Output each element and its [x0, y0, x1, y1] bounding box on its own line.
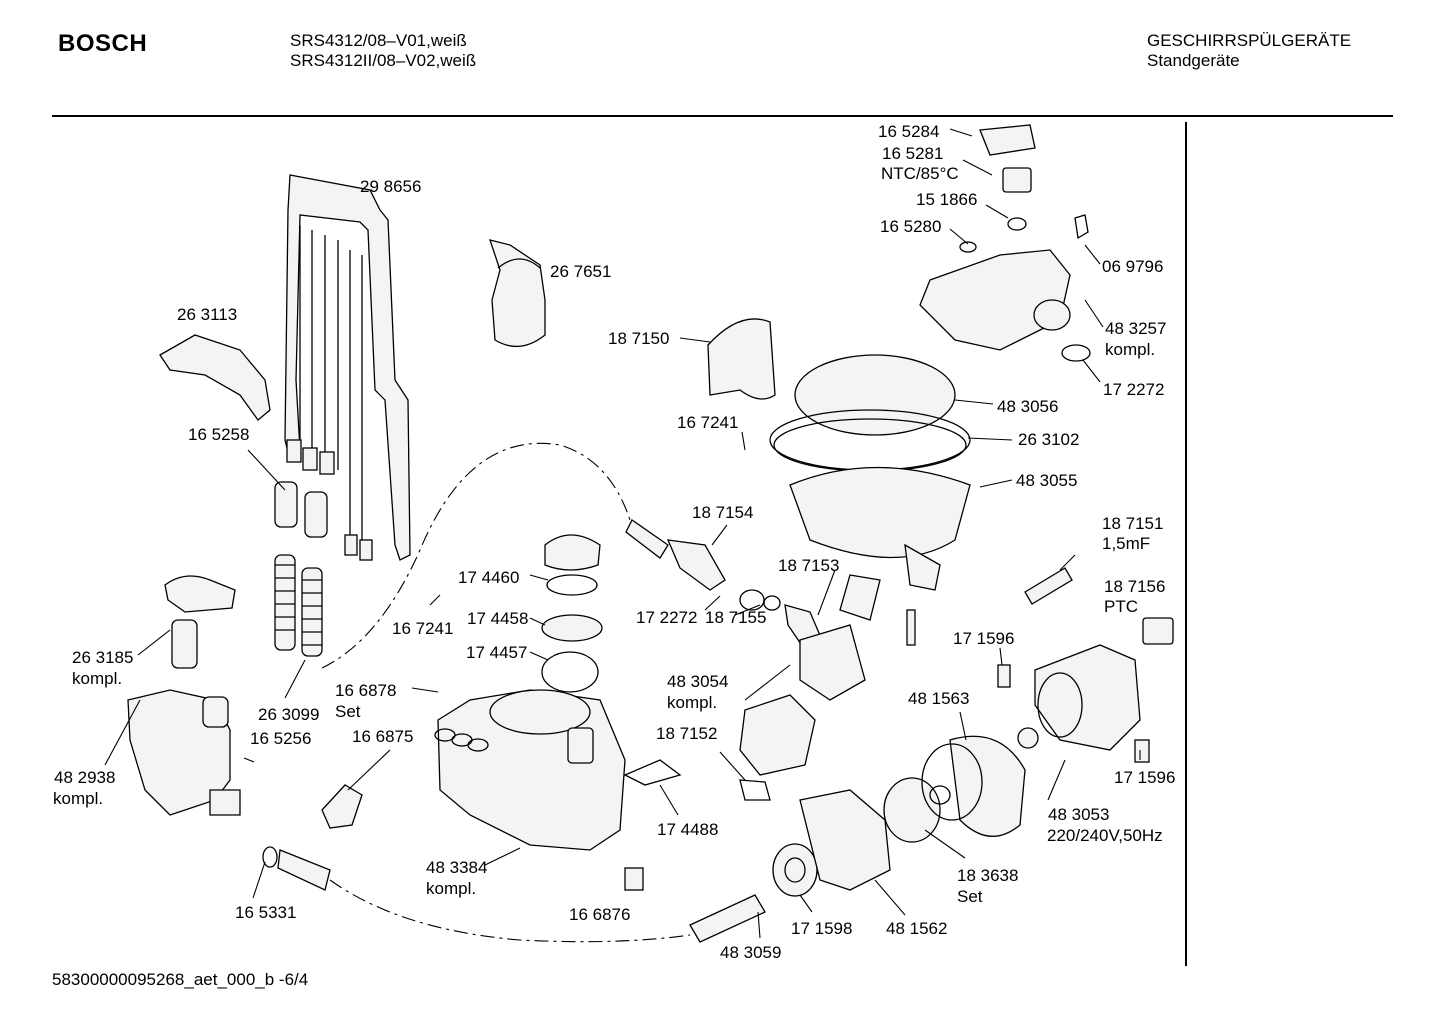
- part-label-187152: 18 7152: [656, 724, 717, 743]
- part-label-165280: 16 5280: [880, 217, 941, 236]
- sump-drawing: [769, 354, 971, 621]
- valve-block-drawing: [919, 124, 1091, 362]
- part-label-481563: 48 1563: [908, 689, 969, 708]
- model-line-2: SRS4312II/08–V02,weiß: [290, 51, 477, 70]
- sleeves-drawing: [274, 481, 328, 538]
- cap-drawing: [707, 318, 776, 400]
- drain-route-dashed: [329, 879, 691, 943]
- part-label-174458: 17 4458: [467, 609, 528, 628]
- small-valve-drawing: [321, 784, 363, 829]
- model-numbers: SRS4312/08–V01,weiß SRS4312II/08–V02,wei…: [290, 31, 476, 71]
- appliance-category: GESCHIRRSPÜLGERÄTE Standgeräte: [1147, 31, 1351, 71]
- sensor-housing-drawing: [623, 609, 1150, 891]
- pump-drawing: [772, 644, 1141, 897]
- category-subtitle: Standgeräte: [1147, 51, 1240, 70]
- part-label-483055: 48 3055: [1016, 471, 1077, 490]
- part-label-165331: 16 5331: [235, 903, 296, 922]
- part-label-171596-upper: 17 1596: [953, 629, 1014, 648]
- part-label-187154: 18 7154: [692, 503, 753, 522]
- part-label-263113: 26 3113: [177, 305, 237, 324]
- part-label-167241-upper: 16 7241: [677, 413, 738, 432]
- hose-drawing: [625, 519, 866, 701]
- part-label-166876: 16 6876: [569, 905, 630, 924]
- part-label-267651: 26 7651: [550, 262, 611, 281]
- leader-lines: [104, 128, 1141, 939]
- part-label-165258: 16 5258: [188, 425, 249, 444]
- part-label-483059: 48 3059: [720, 943, 781, 962]
- part-label-166875: 16 6875: [352, 727, 413, 746]
- part-label-167241-lower: 16 7241: [392, 619, 453, 638]
- part-label-171598: 17 1598: [791, 919, 852, 938]
- part-label-483056: 48 3056: [997, 397, 1058, 416]
- part-label-187153: 18 7153: [778, 556, 839, 575]
- water-channel-drawing: [284, 174, 411, 561]
- capacitor-drawing: [1024, 567, 1174, 645]
- part-label-172272-upper: 17 2272: [1103, 380, 1164, 399]
- part-label-174460: 17 4460: [458, 568, 519, 587]
- part-label-187155: 18 7155: [705, 608, 766, 627]
- part-label-263099: 26 3099: [258, 705, 319, 724]
- part-label-165284: 16 5284: [878, 122, 939, 141]
- model-line-1: SRS4312/08–V01,weiß: [290, 31, 467, 50]
- part-label-174457: 17 4457: [466, 643, 527, 662]
- part-label-171596-lower: 17 1596: [1114, 768, 1175, 787]
- hose-route-dashed: [321, 442, 631, 669]
- water-softener-drawing: [434, 689, 626, 851]
- part-label-174488: 17 4488: [657, 820, 718, 839]
- brand-logo: BOSCH: [58, 30, 148, 57]
- drain-hose-drawing: [262, 846, 766, 943]
- part-label-187150: 18 7150: [608, 329, 669, 348]
- springs-drawing: [274, 554, 323, 657]
- part-label-165256: 16 5256: [250, 729, 311, 748]
- part-label-151866: 15 1866: [916, 190, 977, 209]
- funnel-drawing: [489, 239, 546, 347]
- part-label-069796: 06 9796: [1102, 257, 1163, 276]
- document-id: 58300000095268_aet_000_b -6/4: [52, 970, 309, 989]
- part-label-298656: 29 8656: [360, 177, 421, 196]
- category-title: GESCHIRRSPÜLGERÄTE: [1147, 31, 1352, 50]
- part-labels: 29 8656 26 7651 26 3113 16 5258 18 7150 …: [53, 122, 1175, 962]
- part-label-172272-lower: 17 2272: [636, 608, 697, 627]
- filter-parts-drawing: [541, 534, 603, 693]
- part-label-481562: 48 1562: [886, 919, 947, 938]
- part-label-263102: 26 3102: [1018, 430, 1079, 449]
- cover-drawing: [159, 334, 271, 421]
- inlet-valve-drawing: [127, 575, 241, 816]
